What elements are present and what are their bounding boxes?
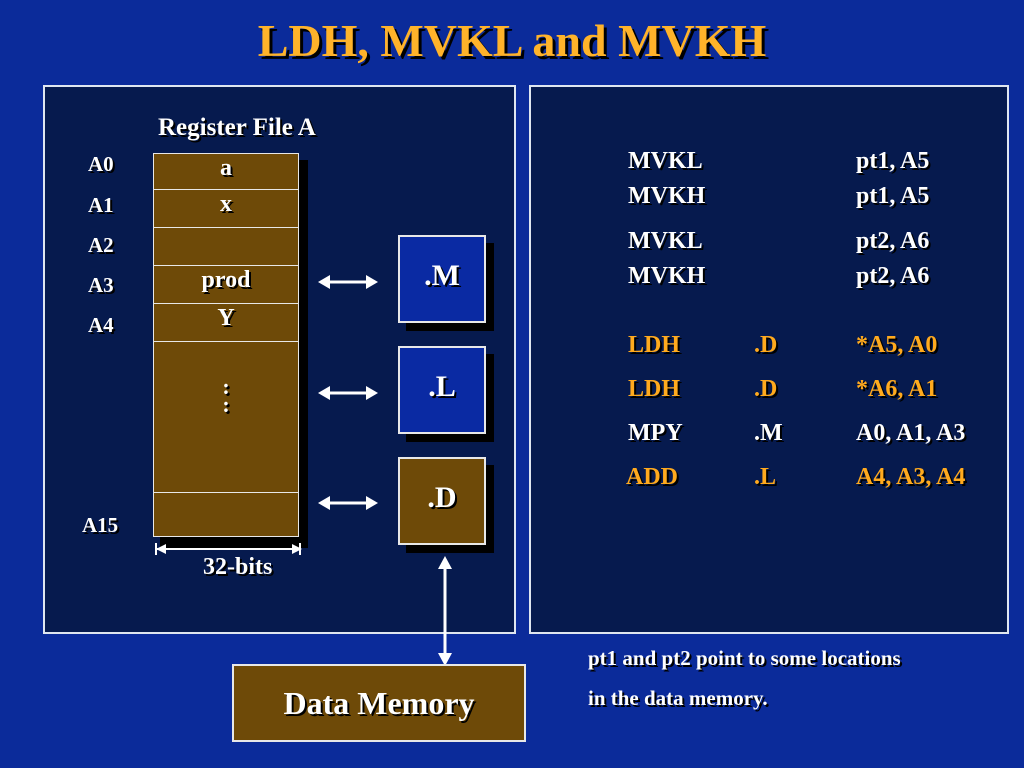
bits-arrowheads <box>156 544 302 554</box>
register-file: a x prod Y : : <box>153 153 299 537</box>
code-op-1: MVKL <box>628 148 703 174</box>
code-args-6: *A6, A1 <box>856 376 938 402</box>
code-args-4: pt2, A6 <box>856 263 930 289</box>
code-unit-5: .D <box>754 332 778 358</box>
note-line-1: pt1 and pt2 point to some locations <box>588 646 901 670</box>
code-unit-7: .M <box>754 420 783 446</box>
code-args-3: pt2, A6 <box>856 228 930 254</box>
arrow-d-data-memory <box>438 556 452 666</box>
code-op-5: LDH <box>628 332 681 358</box>
register-cell-range: : : <box>154 342 298 493</box>
code-unit-8: .L <box>754 464 777 490</box>
register-label-a0: A0 <box>88 152 114 176</box>
code-args-8: A4, A3, A4 <box>856 464 966 490</box>
code-op-7: MPY <box>628 420 683 446</box>
register-label-a4: A4 <box>88 313 114 337</box>
register-label-a1: A1 <box>88 193 114 217</box>
register-label-a3: A3 <box>88 273 114 297</box>
register-cell-a0: a <box>154 154 298 190</box>
code-op-3: MVKL <box>628 228 703 254</box>
ellipsis-dot-1: : <box>222 374 230 399</box>
unit-d: .D <box>398 457 486 545</box>
note-line-2: in the data memory. <box>588 686 768 710</box>
code-op-6: LDH <box>628 376 681 402</box>
register-label-a15: A15 <box>82 513 119 537</box>
code-op-2: MVKH <box>628 183 706 209</box>
data-memory-box: Data Memory <box>232 664 526 742</box>
register-cell-a4: Y <box>154 304 298 342</box>
register-cell-a2 <box>154 228 298 266</box>
code-panel <box>529 85 1009 634</box>
register-cell-a3: prod <box>154 266 298 304</box>
code-unit-6: .D <box>754 376 778 402</box>
code-op-4: MVKH <box>628 263 706 289</box>
bits-label: 32-bits <box>203 554 273 580</box>
register-file-title: Register File A <box>158 114 316 141</box>
slide-title: LDH, MVKL and MVKH <box>257 15 767 66</box>
register-label-a2: A2 <box>88 233 114 257</box>
arrow-regfile-m <box>318 275 378 289</box>
arrow-regfile-l <box>318 386 378 400</box>
code-args-1: pt1, A5 <box>856 148 930 174</box>
unit-m: .M <box>398 235 486 323</box>
ellipsis-dot-2: : <box>222 392 230 417</box>
unit-l: .L <box>398 346 486 434</box>
code-op-8: ADD <box>626 464 678 490</box>
code-args-7: A0, A1, A3 <box>856 420 966 446</box>
arrow-regfile-d <box>318 496 378 510</box>
code-args-2: pt1, A5 <box>856 183 930 209</box>
register-cell-a1: x <box>154 190 298 228</box>
bits-width-line <box>156 548 300 550</box>
code-args-5: *A5, A0 <box>856 332 938 358</box>
